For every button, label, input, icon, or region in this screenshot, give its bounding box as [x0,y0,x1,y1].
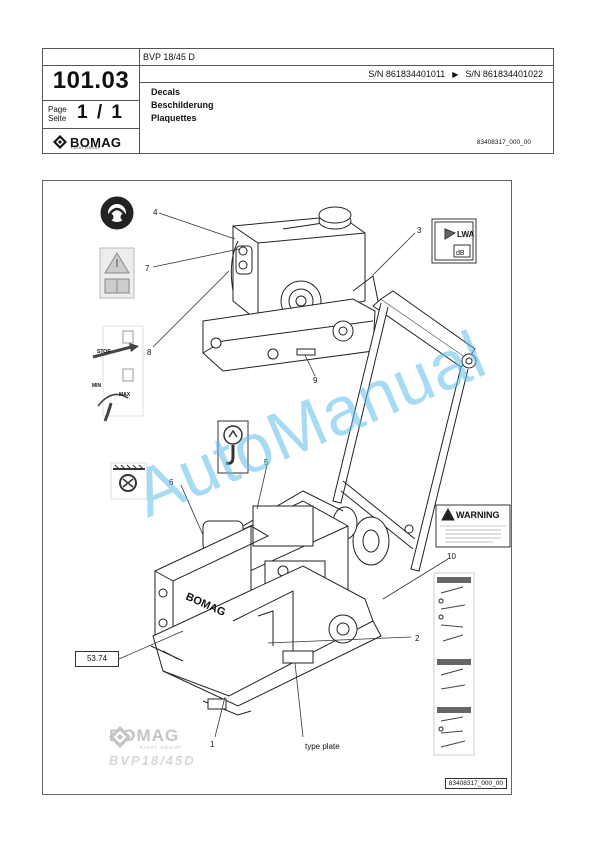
section-titles: Decals Beschilderung Plaquettes [151,86,214,125]
divider [43,128,139,129]
callout-1: 1 [210,740,215,749]
min-label: MIN [92,383,102,389]
callout-5: 5 [264,458,269,467]
title-fr: Plaquettes [151,113,197,123]
divider [139,82,553,83]
divider [43,100,139,101]
serial-range: S/N 861834401011 ▶ S/N 861834401022 [368,69,543,79]
callout-10: 10 [447,552,456,561]
sound-level-decal [431,218,477,264]
divider [139,65,553,66]
header-right-column: BVP 18/45 D S/N 861834401011 ▶ S/N 86183… [139,49,553,153]
callout-3: 3 [417,226,422,235]
callout-numbers: 4 7 8 3 9 5 6 10 2 1 type plate STOP MIN… [92,208,456,751]
stop-label: STOP [97,349,111,355]
bottom-brand-subtext: FAYAT GROUP [140,745,182,750]
bomag-logo-icon [109,726,131,748]
compactor-base [150,490,382,716]
callout-4: 4 [153,208,158,217]
bomag-logo: BOMAG [53,133,121,151]
bottom-brand-decal: BOMAG [109,726,179,748]
db-label: dB [456,250,465,257]
logo-text: BOMAG [70,134,122,150]
title-de: Beschilderung [151,100,214,110]
exploded-drawing: LWA dB ! [42,180,512,795]
callout-6: 6 [169,478,174,487]
callout-7: 7 [145,264,150,273]
callout-2: 2 [415,634,420,643]
logo-subtext: FAYAT GROUP [71,146,101,150]
lifting-hook-decal [217,420,249,474]
callout-8: 8 [147,348,152,357]
label-53-74: 53.74 [75,651,119,667]
page-label-de: Seite [48,114,67,123]
page-label-en: Page [48,105,67,114]
page-number: 101.03 [52,67,130,94]
ear-protection-decal [100,196,134,230]
page-value: 1 / 1 [77,102,124,123]
engine-assembly [202,206,379,372]
guide-handle [332,290,477,572]
document-number: 83408317_000_00 [476,139,531,146]
header-block: 101.03 Page Seite 1 / 1 BOMAG FAYAT GROU… [42,48,554,154]
lwa-label: LWA [457,230,475,239]
warning-title: WARNING [456,510,500,520]
bottom-model-decal: BVP18/45D [109,753,196,768]
leader-lines [118,212,449,738]
frame-document-number: 83408317_000_00 [444,778,507,789]
model-name: BVP 18/45 D [143,52,195,62]
serial-to: S/N 861834401022 [465,69,543,79]
hand-crush-decal [110,462,148,500]
operating-instructions-decal [433,572,475,756]
header-top-cell [43,49,139,66]
callout-9: 9 [313,376,318,385]
arrow-right-icon: ▶ [452,69,459,79]
type-plate-label: type plate [305,742,340,751]
warning-decal: ! [435,504,511,548]
throttle-decal [92,325,144,422]
read-manual-decal [99,247,135,299]
page-label: Page Seite [48,105,67,123]
serial-from: S/N 861834401011 [368,69,446,79]
max-label: MAX [119,392,131,398]
bomag-logo-icon [53,135,67,149]
header-left-column: 101.03 Page Seite 1 / 1 BOMAG FAYAT GROU… [43,49,140,153]
title-en: Decals [151,87,181,97]
machine-drawing: LWA dB ! [92,196,511,756]
svg-text:!: ! [447,515,448,521]
